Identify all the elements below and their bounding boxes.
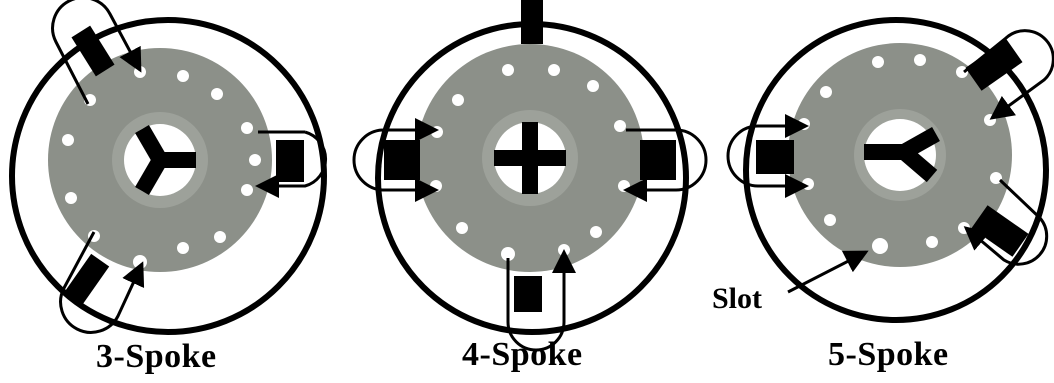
slot-pointer-arrow	[788, 252, 866, 292]
caption-5-spoke: 5-Spoke	[828, 336, 949, 374]
panel-4-spoke	[354, 0, 706, 350]
caption-3-spoke: 3-Spoke	[96, 338, 217, 376]
panel-5-spoke	[728, 20, 1053, 320]
caption-4-spoke: 4-Spoke	[462, 336, 583, 374]
panel-3-spoke	[12, 0, 326, 332]
slot-label: Slot	[712, 282, 762, 316]
